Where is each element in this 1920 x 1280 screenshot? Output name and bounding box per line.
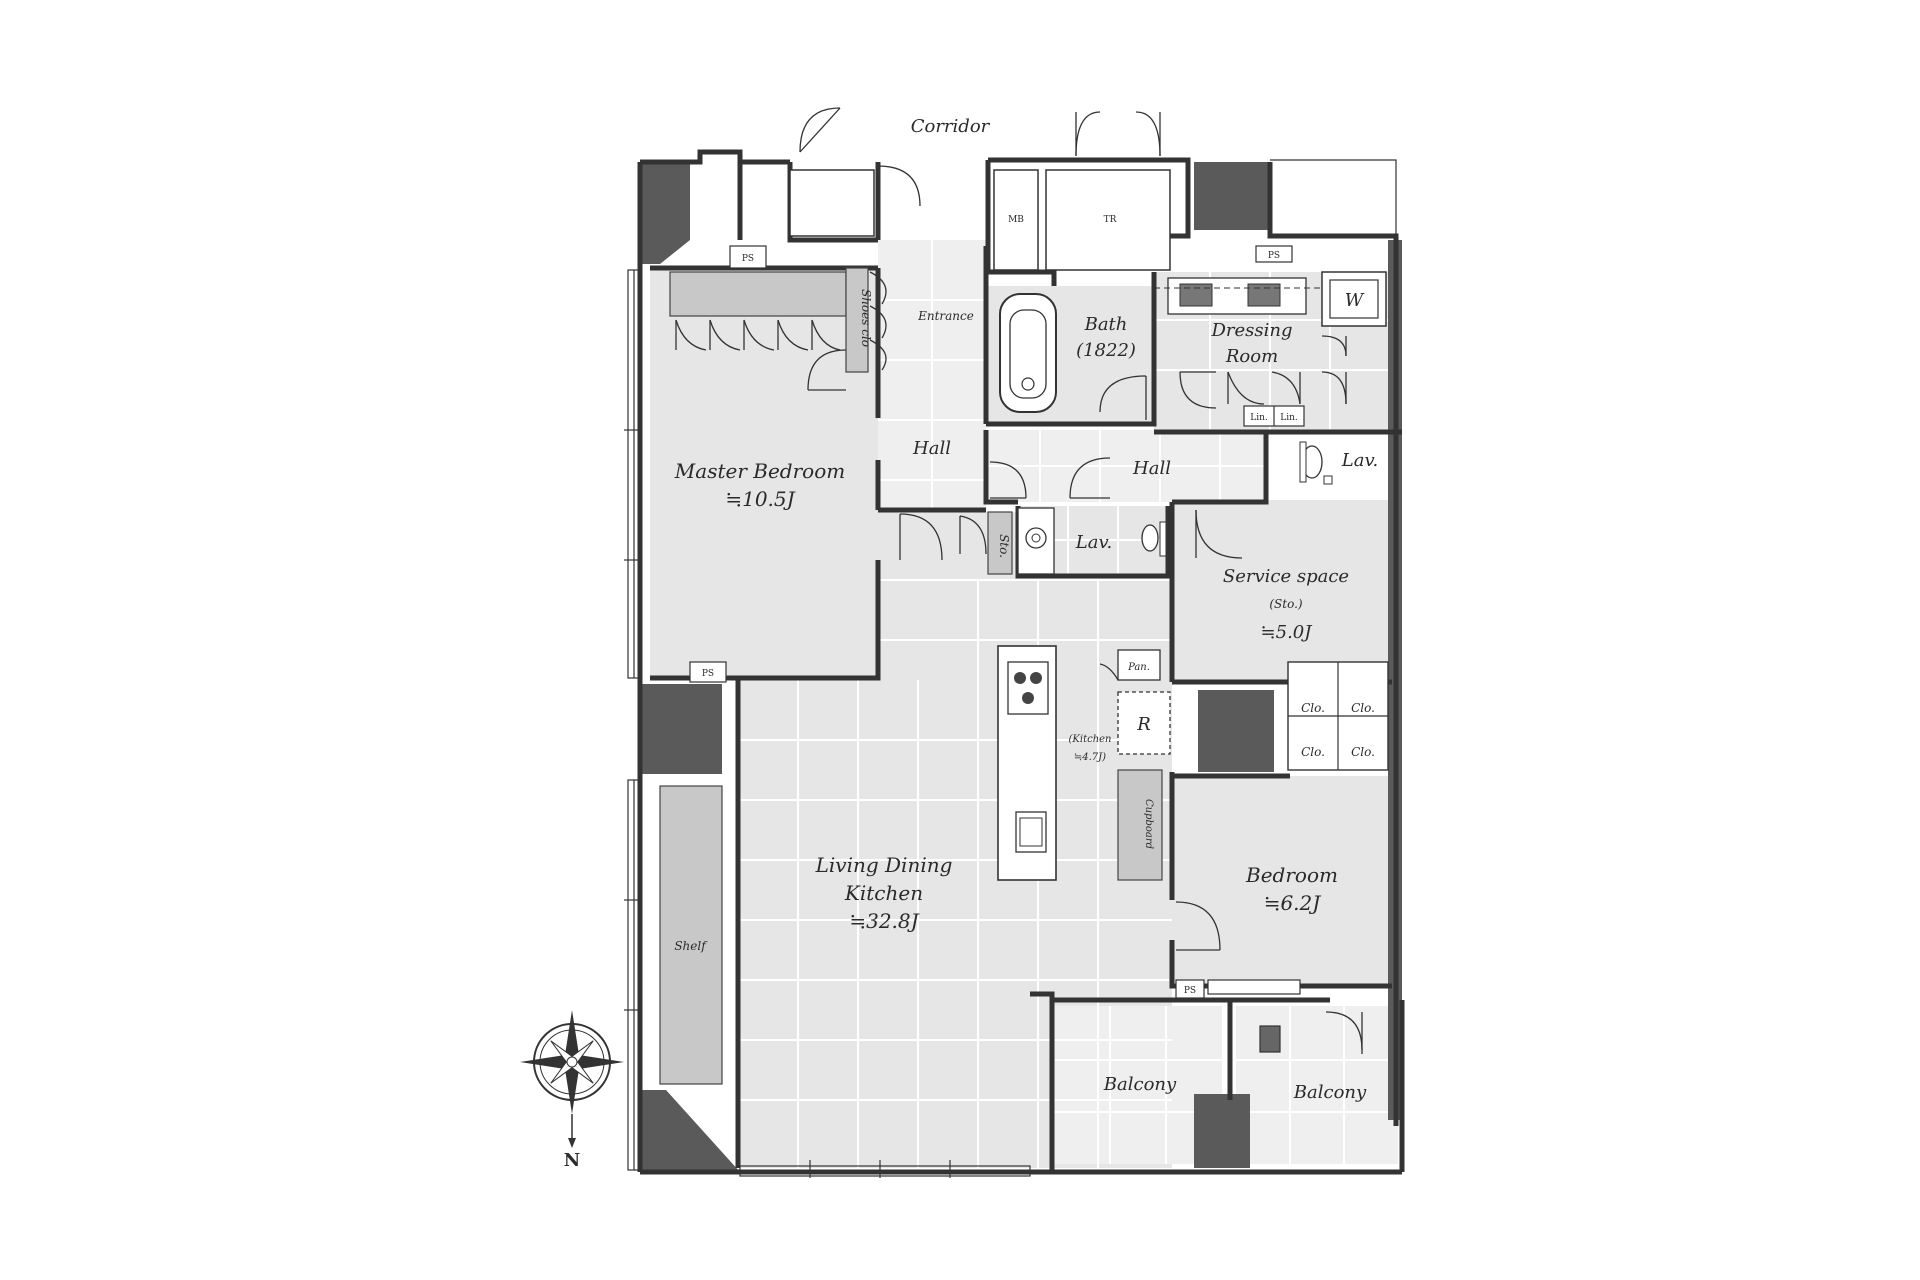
hall-label: Hall [912, 438, 951, 459]
master-bedroom-size: ≒10.5J [725, 487, 795, 511]
pantry-label: Pan. [1127, 662, 1150, 673]
refrigerator-label: R [1136, 714, 1151, 735]
service-space-label: Service space [1223, 566, 1349, 587]
mb-label: MB [1008, 215, 1024, 225]
tile-grid [738, 240, 1402, 1168]
north-label: N [564, 1150, 580, 1171]
closet-label: Clo. [1351, 701, 1375, 715]
doors [799, 107, 1363, 1054]
service-space-size: ≒5.0J [1261, 622, 1314, 643]
bath-label: Bath [1084, 314, 1128, 335]
corridor-label: Corridor [911, 116, 991, 137]
service-space-sub: (Sto.) [1269, 597, 1303, 611]
ps-label: PS [1268, 251, 1280, 261]
storage-label: Sto. [997, 534, 1011, 558]
closet-label: Clo. [1301, 745, 1325, 759]
bath-size-label: (1822) [1076, 340, 1136, 361]
dressing-room-label: Dressing [1210, 320, 1292, 341]
labels: Corridor MB TR PS PS PS PS Shoes clo Ent… [564, 116, 1378, 1171]
closet-label: Clo. [1301, 701, 1325, 715]
washer-label: W [1345, 290, 1365, 311]
bedroom-size: ≒6.2J [1264, 891, 1322, 915]
ldk-size: ≒32.8J [849, 909, 919, 933]
tr-label: TR [1104, 215, 1117, 225]
west-windows [624, 159, 1397, 1178]
balcony-label: Balcony [1103, 1074, 1177, 1095]
lavatory-label: Lav. [1341, 450, 1378, 471]
ldk-label-2: Kitchen [844, 881, 923, 905]
ps-label: PS [1184, 986, 1196, 996]
dressing-room-label-2: Room [1225, 346, 1278, 367]
kitchen-size: ≒4.7J) [1074, 752, 1106, 763]
master-bedroom-label: Master Bedroom [674, 459, 845, 483]
ps-label: PS [742, 254, 754, 264]
fixtures [659, 169, 1389, 1085]
linen-label: Lin. [1280, 413, 1298, 423]
cupboard-label: Cupboard [1143, 799, 1154, 849]
bedroom-label: Bedroom [1245, 863, 1338, 887]
linen-label: Lin. [1250, 413, 1268, 423]
shelf-label: Shelf [674, 939, 708, 953]
lavatory-label: Lav. [1075, 532, 1112, 553]
closet-label: Clo. [1351, 745, 1375, 759]
shoes-closet-label: Shoes clo [859, 289, 873, 347]
compass-rose-icon [520, 1010, 624, 1148]
ps-label: PS [702, 669, 714, 679]
entrance-label: Entrance [917, 309, 974, 323]
kitchen-label: (Kitchen [1069, 734, 1112, 745]
ldk-label: Living Dining [815, 853, 953, 877]
hall-label: Hall [1132, 458, 1171, 479]
balcony-label: Balcony [1293, 1082, 1367, 1103]
